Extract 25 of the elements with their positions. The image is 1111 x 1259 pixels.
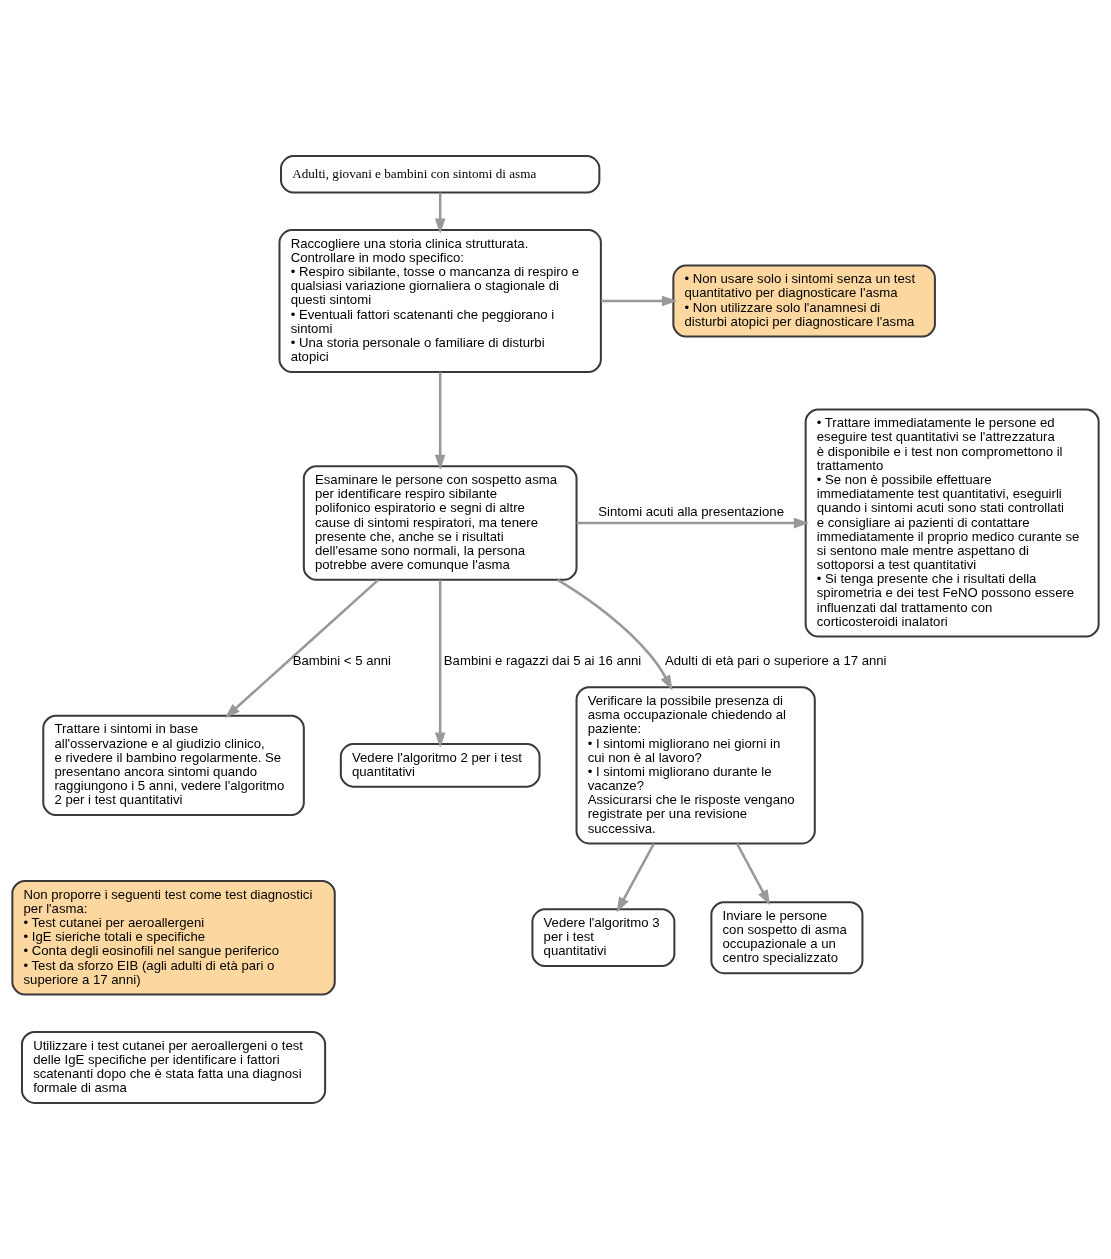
edge-label: Bambini < 5 anni bbox=[292, 653, 392, 669]
node-box: Verificare la possibile presenza di asma occupazionale chiedendo al paziente: • I sintomi migliorano nei giorni in cui non è al lavoro? • I sintomi migliorano durante le vacanze? Assicurarsi che le risposte vengano registrate per una revisione successiva. bbox=[575, 686, 816, 845]
node-box: Inviare le persone con sospetto di asma occupazionale a un centro specializzato bbox=[710, 901, 864, 975]
arrow bbox=[434, 580, 446, 748]
edge-label: Adulti di età pari o superiore a 17 anni bbox=[664, 653, 887, 669]
arrow bbox=[576, 517, 810, 529]
arrow bbox=[557, 578, 673, 691]
node-box: Vedere l'algoritmo 2 per i test quantitativi bbox=[339, 743, 541, 788]
arrow bbox=[601, 295, 678, 307]
node-box: Vedere l'algoritmo 3 per i test quantitativi bbox=[531, 908, 676, 968]
arrow bbox=[616, 842, 655, 913]
node-box: • Trattare immediatamente le persone ed eseguire test quantitativi se l'attrezzatura è disponibile e i test non compromettono il trattamento • Se non è possibile effettuare immediatamente test quantitativi, eseguirli quando i sintomi acuti sono stati controllati e consigliare ai pazienti di contattare immediatamente il proprio medico curante se si sentono male mentre aspettano di sottoporsi a test quantitativi • Si tenga presente che i risultati della spirometria e dei test FeNO possono essere influenzati dal trattamento con corticosteroidi inalatori bbox=[804, 408, 1100, 638]
arrow bbox=[224, 579, 379, 719]
node-box: Raccogliere una storia clinica strutturata. Controllare in modo specifico: • Respiro sibilante, tosse o mancanza di respiro e qualsiasi variazione giornaliera o stagionale di questi sintomi • Eventuali fattori scatenanti che peggiorano i sintomi • Una storia personale o familiare di disturbi atopici bbox=[278, 229, 602, 373]
arrow bbox=[434, 372, 446, 470]
arrow bbox=[434, 192, 446, 234]
node-box: Esaminare le persone con sospetto asma per identificare respiro sibilante polifonico espiratorio e segni di altre cause di sintomi respiratori, ma tenere presente che, anche se i risultati dell'esame sono normali, la persona potrebbe avere comunque l'asma bbox=[302, 465, 578, 581]
arrow bbox=[735, 842, 771, 906]
node-box: Utilizzare i test cutanei per aeroallergeni o test delle IgE specifiche per identificare i fattori scatenanti dopo che è stata fatta una diagnosi formale di asma bbox=[20, 1030, 327, 1104]
node-box: Trattare i sintomi in base all'osservazione e al giudizio clinico, e rivedere il bambino regolarmente. Se presentano ancora sintomi quando raggiungono i 5 anni, vedere l'algoritmo 2 per i test quantitativi bbox=[42, 714, 305, 817]
edge-label: Sintomi acuti alla presentazione bbox=[598, 504, 784, 520]
node-box: • Non usare solo i sintomi senza un test quantitativo per diagnosticare l'asma • Non utilizzare solo l'anamnesi di disturbi atopici per diagnosticare l'asma bbox=[672, 264, 936, 338]
node-box: Non proporre i seguenti test come test diagnostici per l'asma: • Test cutanei per aeroallergeni • IgE sieriche totali e specifiche • Conta degli eosinofili nel sangue periferico • Test da sforzo EIB (agli adulti di età pari o superiore a 17 anni) bbox=[11, 879, 336, 996]
node-box: Adulti, giovani e bambini con sintomi di asma bbox=[280, 155, 601, 194]
edge-label: Bambini e ragazzi dai 5 ai 16 anni bbox=[443, 653, 642, 669]
